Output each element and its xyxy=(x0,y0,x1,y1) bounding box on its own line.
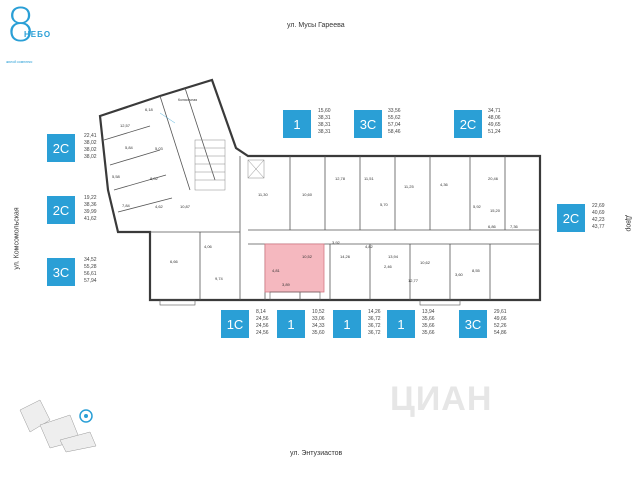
room-area: 12,78 xyxy=(335,176,346,181)
room-area: 20,46 xyxy=(488,176,499,181)
unit-badge: 3С xyxy=(47,258,75,286)
unit-badge: 1С xyxy=(221,310,249,338)
room-area: 2,46 xyxy=(384,264,393,269)
room-area: 5,58 xyxy=(112,174,121,179)
room-area: 3,60 xyxy=(455,272,464,277)
room-area: 11,51 xyxy=(364,176,374,181)
logo-subtitle: жилой комплекс xyxy=(6,60,33,64)
room-area: 5,84 xyxy=(125,145,134,150)
room-area: 11,30 xyxy=(258,192,268,197)
unit-badge: 2С xyxy=(47,134,75,162)
unit-badge: 1 xyxy=(283,110,311,138)
unit-badge: 2С xyxy=(454,110,482,138)
room-area: 6,18 xyxy=(145,107,154,112)
room-area: 10,60 xyxy=(302,192,313,197)
unit-badge: 3С xyxy=(459,310,487,338)
room-area: 3,92 xyxy=(332,240,341,245)
room-area: 7,36 xyxy=(510,224,519,229)
room-area: 12,57 xyxy=(120,123,131,128)
room-area: 11,25 xyxy=(404,184,414,189)
unit-badge: 2С xyxy=(557,204,585,232)
room-area: 7,84 xyxy=(122,203,131,208)
unit-badge: 1 xyxy=(387,310,415,338)
room-area: 5,92 xyxy=(473,204,482,209)
room-area: 5,70 xyxy=(380,202,389,207)
room-area: 15,20 xyxy=(490,208,501,213)
room-area: 6,86 xyxy=(488,224,497,229)
room-area: 10,87 xyxy=(180,204,191,209)
elevator-hall-label: Колясочная xyxy=(178,98,197,102)
highlighted-apartment xyxy=(264,243,325,293)
stair-core xyxy=(194,139,265,191)
balconies xyxy=(159,291,461,306)
room-area: 12,77 xyxy=(408,278,419,283)
room-area: 5,03 xyxy=(155,146,164,151)
room-area: 9,74 xyxy=(215,276,224,281)
room-area: 8,55 xyxy=(472,268,481,273)
watermark: ЦИАН xyxy=(390,380,493,418)
room-area: 8,02 xyxy=(150,176,159,181)
street-bottom: ул. Энтузиастов xyxy=(290,450,343,457)
building-outline xyxy=(98,78,542,302)
unit-badge: 3С xyxy=(354,110,382,138)
room-area: 4,06 xyxy=(204,244,213,249)
room-area: 4,81 xyxy=(272,268,281,273)
outer-wall xyxy=(98,78,542,302)
unit-badge: 1 xyxy=(333,310,361,338)
logo-number: 8 xyxy=(6,0,36,52)
site-map xyxy=(19,399,97,453)
room-area: 3,89 xyxy=(282,282,291,287)
room-area: 4,36 xyxy=(440,182,449,187)
room-labels: 12,57 6,18 5,84 5,03 5,58 8,02 7,84 4,62… xyxy=(112,98,519,287)
logo-word: НЕБО xyxy=(24,30,52,39)
unit-badge: 2С xyxy=(47,196,75,224)
room-area: 10,52 xyxy=(302,254,313,259)
room-area: 13,94 xyxy=(388,254,399,259)
room-area: 10,62 xyxy=(420,260,431,265)
room-area: 14,26 xyxy=(340,254,351,259)
room-area: 4,62 xyxy=(155,204,164,209)
room-area: 6,66 xyxy=(170,259,179,264)
unit-badge: 1 xyxy=(277,310,305,338)
callout-lines xyxy=(159,112,176,124)
room-area: 4,82 xyxy=(365,244,374,249)
street-top: ул. Мусы Гареева xyxy=(287,22,345,29)
